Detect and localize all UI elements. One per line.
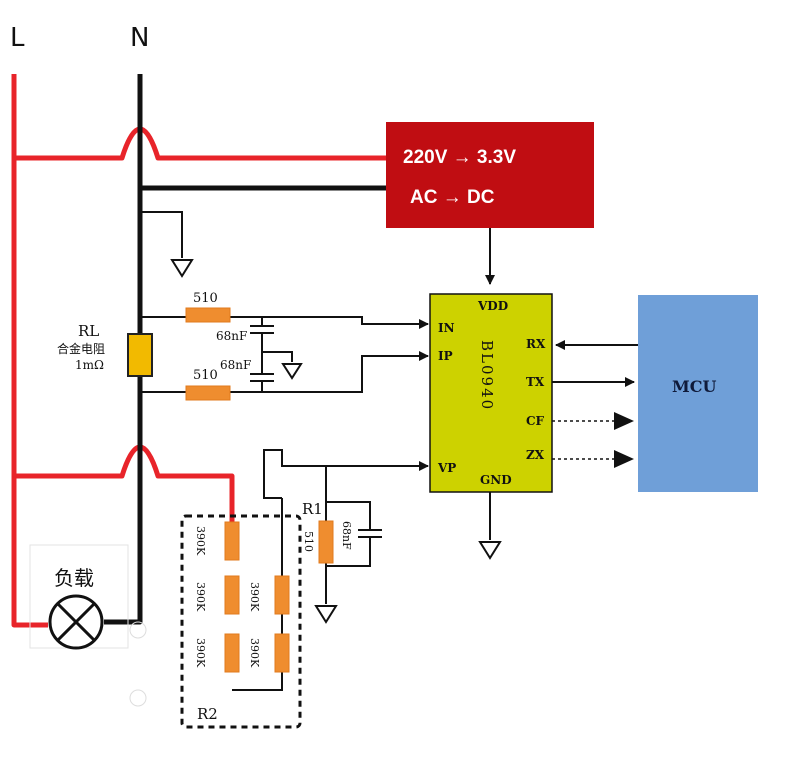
resistor-r1 [318, 520, 334, 564]
power-supply-line1: 220V → 3.3V [403, 147, 516, 168]
live-label: L [10, 23, 25, 53]
shunt-resistor [127, 333, 153, 377]
resistor-r2-2 [224, 575, 240, 615]
pin-vp: VP [437, 461, 456, 475]
resistor-r2-1 [224, 521, 240, 561]
lamp-icon [48, 594, 104, 650]
r2-value-4: 390K [248, 582, 261, 612]
cf-link [552, 412, 634, 430]
neutral-label: N [130, 23, 149, 53]
r2-designator: R2 [197, 705, 218, 723]
r2-value-5: 390K [248, 638, 261, 668]
terminal-circle [129, 689, 147, 707]
r2-value-3: 390K [194, 638, 207, 668]
pin-cf: CF [526, 414, 545, 428]
load-label: 负载 [54, 566, 94, 590]
chip-name: BL0940 [478, 340, 496, 411]
resistor-r2-5 [274, 575, 290, 615]
resistor-filter-bottom-value: 510 [193, 368, 218, 383]
pin-ip: IP [438, 349, 453, 363]
r2-group-box [180, 514, 302, 729]
resistor-r2-3 [224, 633, 240, 673]
ground-symbol-chip [478, 492, 502, 560]
resistor-r2-4 [274, 633, 290, 673]
capacitor-filter-top-value: 68nF [216, 329, 247, 343]
input-filter [140, 316, 429, 393]
power-supply-block [386, 122, 594, 228]
pin-rx: RX [526, 337, 546, 351]
zx-link [552, 450, 634, 468]
shunt-description: 合金电阻 [57, 341, 105, 356]
shunt-designator: RL [78, 322, 99, 340]
pin-zx: ZX [526, 448, 545, 462]
r1-value: 510 [302, 531, 315, 552]
terminal-circle [129, 621, 147, 639]
r2-value-1: 390K [194, 526, 207, 556]
resistor-filter-top-value: 510 [193, 291, 218, 306]
resistor-filter-bottom [185, 385, 231, 401]
resistor-filter-top [185, 307, 231, 323]
mcu-block [638, 295, 758, 492]
pin-vdd: VDD [477, 299, 508, 313]
capacitor-filter-bottom-value: 68nF [220, 358, 251, 372]
r2-value-2: 390K [194, 582, 207, 612]
pin-tx: TX [526, 375, 545, 389]
power-supply-line2: AC → DC [410, 187, 495, 208]
shunt-value: 1mΩ [75, 358, 104, 372]
pin-in: IN [438, 321, 455, 335]
pin-gnd: GND [480, 473, 512, 487]
mcu-label: MCU [672, 377, 716, 396]
ground-symbol-neutral [140, 211, 194, 278]
vp-network [263, 449, 429, 624]
r1-designator: R1 [302, 500, 323, 518]
vp-capacitor-value: 68nF [340, 521, 353, 550]
